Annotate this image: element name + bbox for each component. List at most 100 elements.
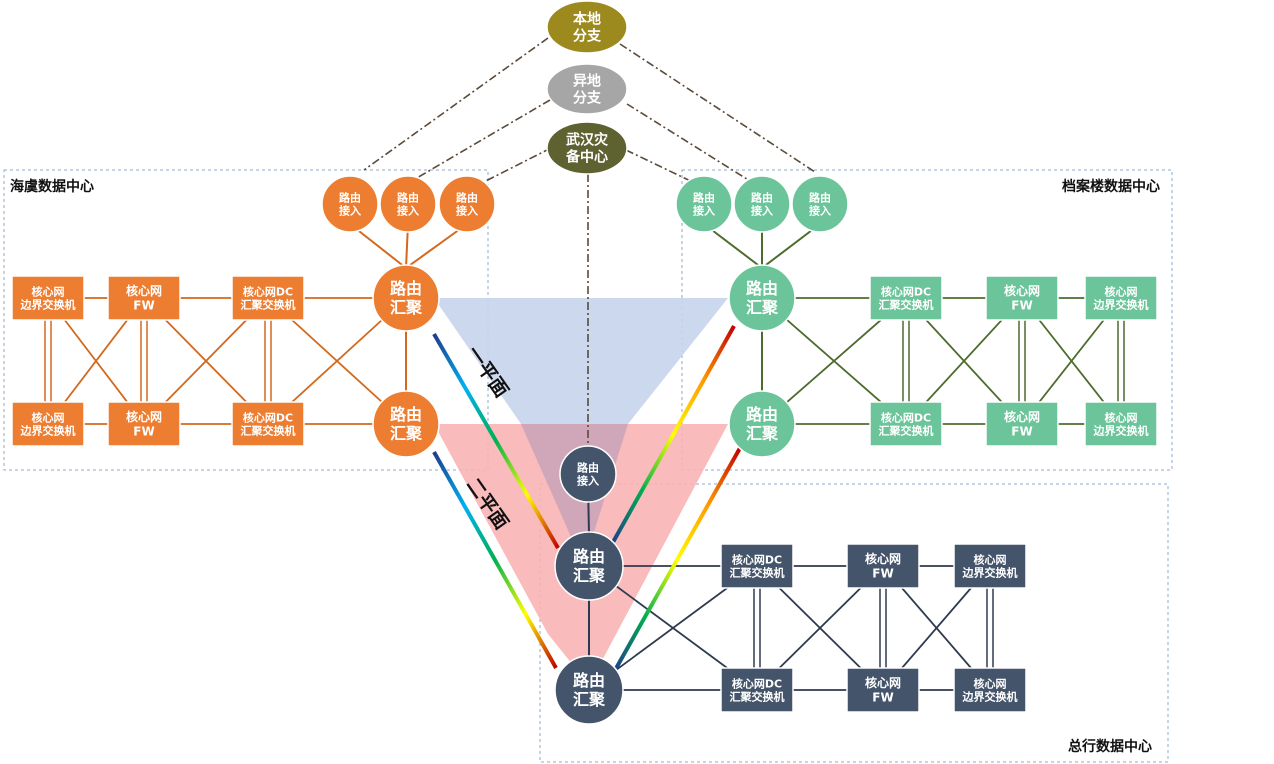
hq-route-access-1[interactable]: 路由接入 (559, 445, 617, 503)
archive-dc-switch-2-shape (869, 401, 943, 447)
hq-dc-switch-1-shape (720, 543, 794, 589)
archive-route-agg-2[interactable]: 路由汇聚 (728, 390, 796, 458)
hq-route-agg-1-shape (554, 531, 624, 601)
archive-route-agg-1[interactable]: 路由汇聚 (728, 264, 796, 332)
plane1-area (434, 298, 728, 424)
archive-fw-2-shape (985, 401, 1059, 447)
hq-border-switch-2[interactable]: 核心网边界交换机 (953, 667, 1027, 713)
haiyu-route-access-1[interactable]: 路由接入 (321, 175, 379, 233)
haiyu-route-agg-2-shape (372, 390, 440, 458)
haiyu-route-agg-1-label: 路由汇聚 (390, 279, 423, 317)
plane2-link-haiyu-hq (432, 451, 558, 669)
archive-route-access-2-shape (733, 175, 791, 233)
archive-border-switch-1-label: 核心网边界交换机 (1093, 284, 1149, 311)
archive-route-access-1-shape (675, 175, 733, 233)
haiyu-route-access-2-shape (379, 175, 437, 233)
hq-route-agg-1[interactable]: 路由汇聚 (554, 531, 624, 601)
haiyu-route-agg-2-label: 路由汇聚 (390, 405, 423, 443)
hq-route-agg-2[interactable]: 路由汇聚 (554, 655, 624, 725)
haiyu-route-access-1-label: 路由接入 (339, 190, 361, 217)
branch-remote-node-label: 异地分支 (573, 73, 602, 107)
haiyu-route-agg-2[interactable]: 路由汇聚 (372, 390, 440, 458)
haiyu-route-access-3[interactable]: 路由接入 (438, 175, 496, 233)
archive-route-access-1[interactable]: 路由接入 (675, 175, 733, 233)
hq-dc-region (539, 483, 1169, 763)
haiyu-fw-2-shape (107, 401, 181, 447)
hq-fw-1-shape (846, 543, 920, 589)
hq-dc-title: 总行数据中心 (1068, 738, 1152, 755)
archive-dc-switch-1-shape (869, 275, 943, 321)
archive-route-agg-1-label: 路由汇聚 (746, 279, 779, 317)
haiyu-fw-1-shape (107, 275, 181, 321)
access-uplink (349, 223, 407, 269)
haiyu-border-switch-1-label: 核心网边界交换机 (20, 284, 76, 311)
wan-link (363, 37, 549, 171)
branch-local-node-label: 本地分支 (573, 11, 602, 45)
wan-link (619, 43, 816, 173)
branch-local-node[interactable]: 本地分支 (546, 0, 628, 54)
hq-dc-switch-2-shape (720, 667, 794, 713)
archive-route-agg-2-shape (728, 390, 796, 458)
branch-remote-node-shape (546, 63, 628, 115)
branch-wuhan-node-shape (546, 121, 628, 175)
hq-fw-2-shape (846, 667, 920, 713)
access-uplink (703, 223, 763, 269)
hq-route-agg-2-label: 路由汇聚 (573, 671, 606, 709)
hq-route-agg-2-shape (554, 655, 624, 725)
haiyu-route-access-1-shape (321, 175, 379, 233)
archive-border-switch-1[interactable]: 核心网边界交换机 (1084, 275, 1158, 321)
archive-border-switch-2-label: 核心网边界交换机 (1093, 410, 1149, 437)
haiyu-route-access-2[interactable]: 路由接入 (379, 175, 437, 233)
haiyu-dc-switch-1-shape (231, 275, 305, 321)
archive-route-access-2-label: 路由接入 (751, 190, 773, 217)
archive-border-switch-2-shape (1084, 401, 1158, 447)
hq-border-switch-2-shape (953, 667, 1027, 713)
branch-remote-node[interactable]: 异地分支 (546, 63, 628, 115)
haiyu-border-switch-2[interactable]: 核心网边界交换机 (11, 401, 85, 447)
archive-route-access-3-label: 路由接入 (809, 190, 831, 217)
archive-route-access-3[interactable]: 路由接入 (791, 175, 849, 233)
hq-border-switch-1[interactable]: 核心网边界交换机 (953, 543, 1027, 589)
branch-wuhan-node[interactable]: 武汉灾备中心 (546, 121, 628, 175)
archive-route-access-2[interactable]: 路由接入 (733, 175, 791, 233)
haiyu-route-access-3-label: 路由接入 (456, 190, 478, 217)
wan-link (409, 99, 551, 183)
haiyu-border-switch-1[interactable]: 核心网边界交换机 (11, 275, 85, 321)
hq-route-agg-1-label: 路由汇聚 (573, 547, 606, 585)
archive-dc-title: 档案楼数据中心 (1062, 178, 1160, 195)
hq-border-switch-1-shape (953, 543, 1027, 589)
hq-route-access-1-shape (559, 445, 617, 503)
wan-link (625, 149, 706, 189)
access-uplink (761, 223, 821, 269)
plane1-link-archive-hq (610, 325, 736, 545)
archive-border-switch-2[interactable]: 核心网边界交换机 (1084, 401, 1158, 447)
access-uplink (405, 223, 468, 269)
branch-wuhan-node-label: 武汉灾备中心 (565, 132, 609, 166)
plane1-link-haiyu-hq (432, 332, 560, 550)
archive-route-access-1-label: 路由接入 (693, 190, 715, 217)
haiyu-dc-switch-2-shape (231, 401, 305, 447)
haiyu-route-agg-1[interactable]: 路由汇聚 (372, 264, 440, 332)
